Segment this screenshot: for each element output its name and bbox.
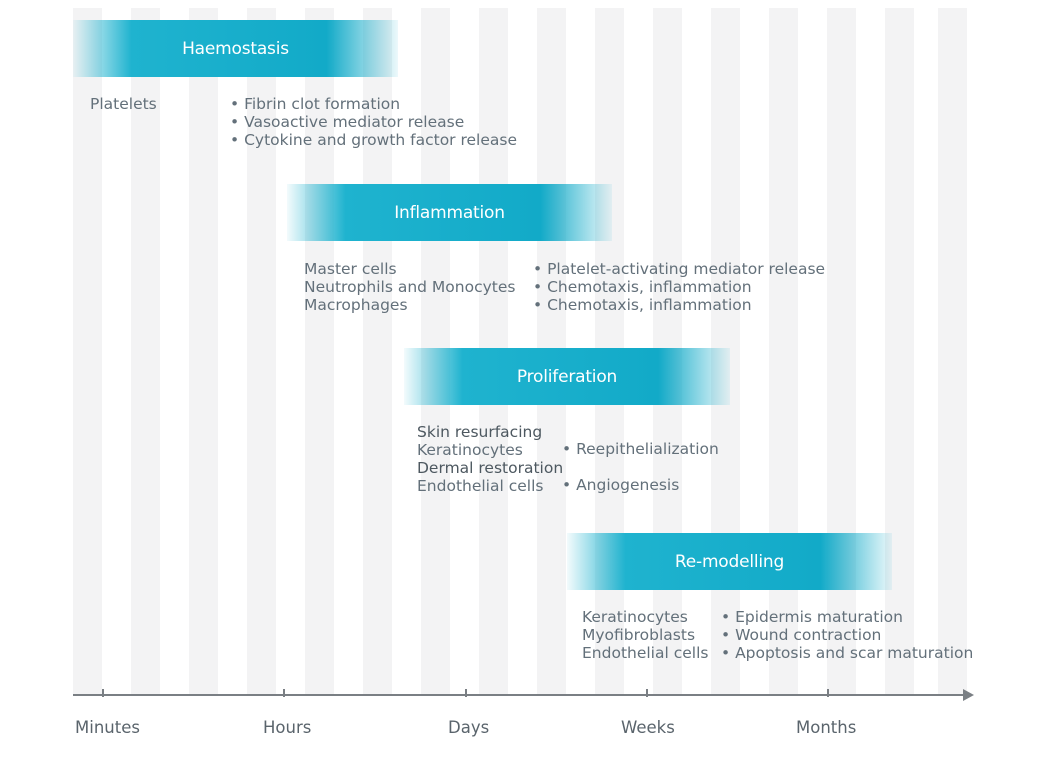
event-item: • Cytokine and growth factor release xyxy=(230,131,517,149)
stripe xyxy=(363,8,392,696)
phase-bar-inflammation: Inflammation xyxy=(287,184,612,241)
cell-label: Myofibroblasts xyxy=(582,626,696,644)
axis-label-hours: Hours xyxy=(263,718,312,737)
axis-label-weeks: Weeks xyxy=(621,718,675,737)
cell-label: Macrophages xyxy=(304,296,408,314)
stripe xyxy=(73,8,102,696)
cell-group-heading: Skin resurfacing xyxy=(417,423,543,441)
phase-bar-proliferation: Proliferation xyxy=(404,348,730,405)
event-item: • Chemotaxis, inflammation xyxy=(533,278,752,296)
event-item: • Fibrin clot formation xyxy=(230,95,401,113)
arrow-right-icon xyxy=(963,689,974,701)
axis-tick xyxy=(465,689,467,697)
cell-label: Keratinocytes xyxy=(582,608,688,626)
cell-label: Endothelial cells xyxy=(582,644,709,662)
stripe xyxy=(885,8,914,696)
axis-label-days: Days xyxy=(448,718,490,737)
stripe xyxy=(305,8,334,696)
cell-label: Platelets xyxy=(90,95,157,113)
stripe xyxy=(827,8,856,696)
cell-label: Keratinocytes xyxy=(417,441,523,459)
phase-bar-haemostasis: Haemostasis xyxy=(73,20,398,77)
cell-group-heading: Dermal restoration xyxy=(417,459,564,477)
axis-tick xyxy=(283,689,285,697)
cell-label: Endothelial cells xyxy=(417,477,544,495)
event-item: • Wound contraction xyxy=(721,626,882,644)
axis-tick xyxy=(827,689,829,697)
phase-title: Inflammation xyxy=(394,202,505,223)
stripe xyxy=(769,8,798,696)
cell-label: Master cells xyxy=(304,260,397,278)
event-item: • Vasoactive mediator release xyxy=(230,113,465,131)
time-axis-line xyxy=(73,694,966,696)
axis-tick xyxy=(102,689,104,697)
event-item: • Reepithelialization xyxy=(562,440,719,458)
event-item: • Angiogenesis xyxy=(562,476,680,494)
axis-label-months: Months xyxy=(796,718,857,737)
axis-label-minutes: Minutes xyxy=(75,718,140,737)
phase-title: Proliferation xyxy=(516,366,618,387)
phase-title: Haemostasis xyxy=(182,38,289,59)
axis-tick xyxy=(646,689,648,697)
phase-title: Re-modelling xyxy=(674,551,785,572)
phase-bar-remodelling: Re-modelling xyxy=(567,533,892,590)
stripe xyxy=(131,8,160,696)
event-item: • Epidermis maturation xyxy=(721,608,903,626)
stripe xyxy=(247,8,276,696)
event-item: • Apoptosis and scar maturation xyxy=(721,644,974,662)
stripe xyxy=(938,8,967,696)
stripe xyxy=(189,8,218,696)
event-item: • Platelet-activating mediator release xyxy=(533,260,826,278)
event-item: • Chemotaxis, inflammation xyxy=(533,296,752,314)
cell-label: Neutrophils and Monocytes xyxy=(304,278,516,296)
